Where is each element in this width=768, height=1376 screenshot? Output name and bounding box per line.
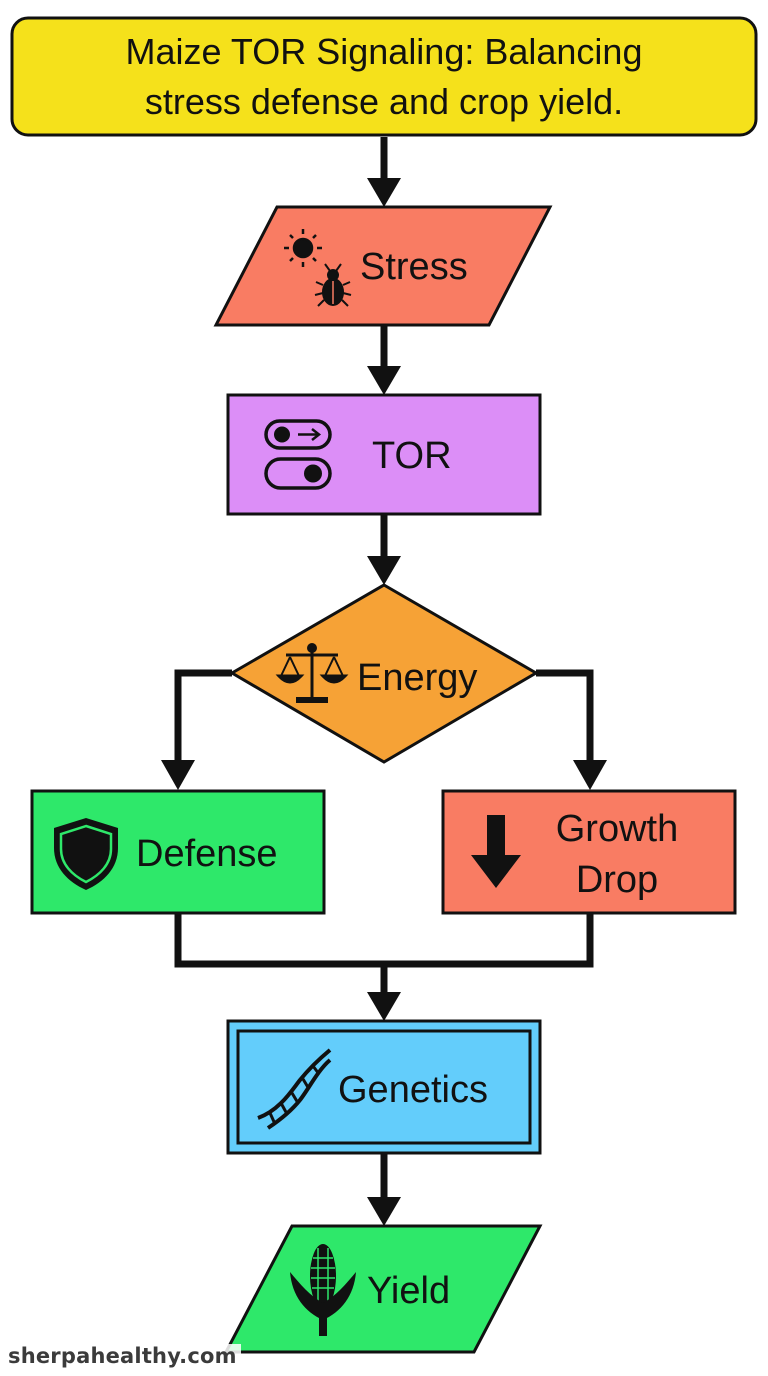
connectors xyxy=(161,137,607,1226)
sun-icon xyxy=(284,229,322,267)
growth-drop-node: Growth Drop xyxy=(441,789,737,915)
title-line-2: stress defense and crop yield. xyxy=(145,81,623,122)
toggle-switch-icon xyxy=(264,419,332,490)
yield-node: Yield xyxy=(223,1224,543,1354)
genetics-label: Genetics xyxy=(338,1069,488,1111)
defense-label: Defense xyxy=(136,833,278,875)
genetics-node: Genetics xyxy=(226,1019,542,1155)
dna-icon xyxy=(257,1048,332,1130)
title-box: Maize TOR Signaling: Balancing stress de… xyxy=(10,16,758,137)
connector-genetics-to-yield xyxy=(367,1153,401,1226)
growth-drop-label-line-2: Drop xyxy=(576,859,658,901)
tor-node: TOR xyxy=(226,393,542,516)
energy-node: Energy xyxy=(229,583,539,764)
shield-icon xyxy=(54,818,118,890)
title-line-1: Maize TOR Signaling: Balancing xyxy=(126,31,643,72)
connector-title-to-stress xyxy=(367,137,401,207)
growth-drop-label-line-1: Growth xyxy=(556,808,678,850)
connector-tor-to-energy xyxy=(367,514,401,585)
defense-node: Defense xyxy=(30,789,326,915)
bug-icon xyxy=(314,263,352,307)
stress-label: Stress xyxy=(360,246,468,288)
connector-merge-to-genetics xyxy=(174,913,594,1021)
connector-stress-to-tor xyxy=(367,325,401,395)
connector-energy-to-growth-drop xyxy=(536,669,607,790)
corn-icon xyxy=(290,1244,356,1336)
yield-label: Yield xyxy=(367,1270,450,1312)
stress-node: Stress xyxy=(213,205,553,327)
energy-label: Energy xyxy=(357,657,477,699)
connector-energy-to-defense xyxy=(161,669,232,790)
balance-scale-icon xyxy=(275,643,349,703)
tor-label: TOR xyxy=(372,435,452,477)
watermark: sherpahealthy.com xyxy=(6,1344,241,1370)
down-arrow-icon xyxy=(471,815,521,888)
